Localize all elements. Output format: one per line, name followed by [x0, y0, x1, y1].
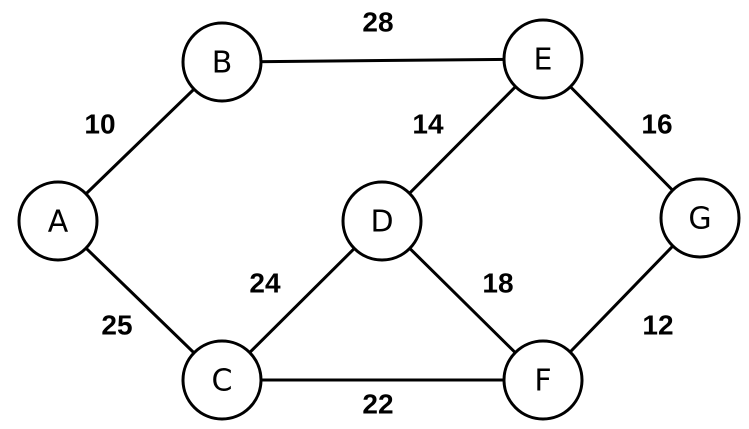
edge-weight-c-d: 24	[249, 268, 281, 299]
edge-weight-a-b: 10	[84, 109, 115, 140]
node-label-d: D	[370, 205, 393, 240]
node-circle-f	[502, 339, 584, 421]
node-f: F	[502, 339, 584, 421]
nodes-layer: A B C D E F G	[17, 18, 741, 421]
edge-weight-d-f: 18	[482, 268, 513, 299]
edge-weight-a-c: 25	[101, 310, 132, 341]
edge-weight-d-e: 14	[412, 109, 444, 140]
node-c: C	[181, 339, 263, 421]
node-circle-a	[17, 180, 99, 262]
node-circle-e	[502, 18, 584, 100]
node-circle-b	[181, 21, 263, 103]
node-label-a: A	[48, 205, 69, 240]
edge-weight-f-g: 12	[642, 310, 673, 341]
node-circle-d	[341, 180, 423, 262]
node-d: D	[341, 180, 423, 262]
node-a: A	[17, 180, 99, 262]
edge-b-e	[221, 57, 544, 64]
edge-weight-e-g: 16	[641, 109, 672, 140]
node-g: G	[659, 177, 741, 259]
node-circle-g	[659, 177, 741, 259]
node-label-e: E	[534, 43, 553, 78]
node-label-c: C	[212, 364, 233, 399]
node-e: E	[502, 18, 584, 100]
node-label-b: B	[212, 46, 233, 81]
edge-weights-layer: 10 25 28 24 22 14 18 16 12	[84, 7, 673, 420]
edge-weight-b-e: 28	[362, 7, 393, 38]
node-label-g: G	[688, 202, 711, 237]
node-b: B	[181, 21, 263, 103]
node-circle-c	[181, 339, 263, 421]
edge-weight-c-f: 22	[362, 389, 393, 420]
node-label-f: F	[534, 364, 551, 399]
